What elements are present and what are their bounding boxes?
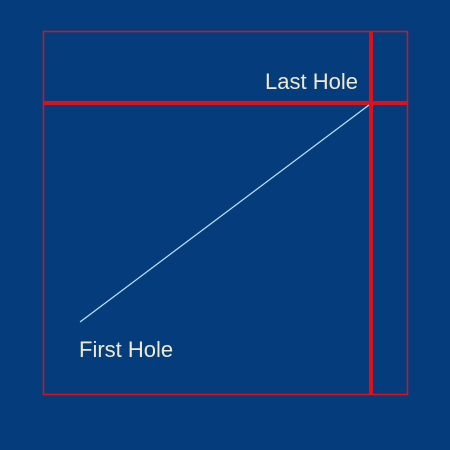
outer-frame [42,30,409,396]
last-hole-label: Last Hole [265,69,358,94]
hole-path-line [79,104,370,323]
first-hole-label: First Hole [79,337,173,362]
